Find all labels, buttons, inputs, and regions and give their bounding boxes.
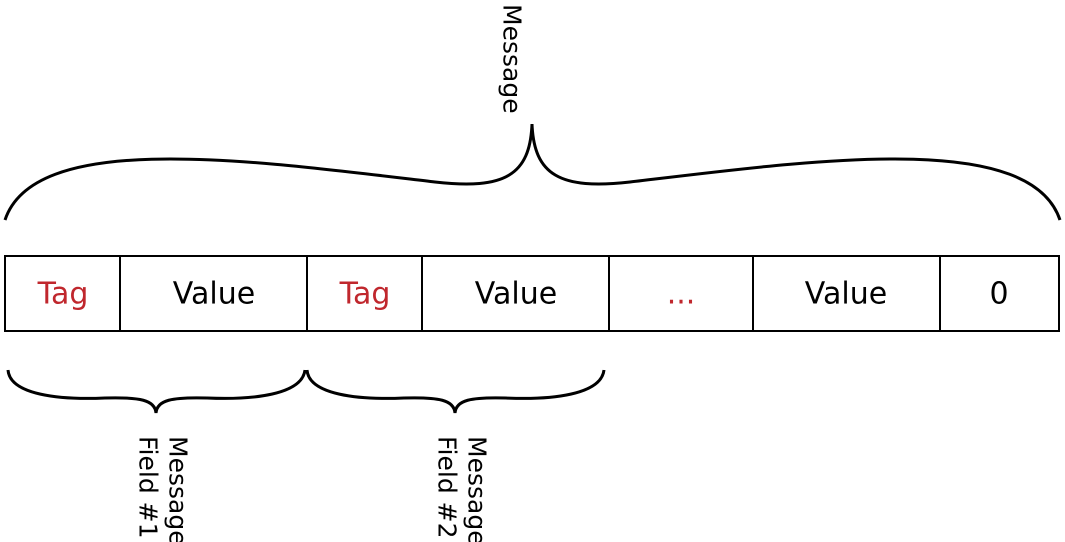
- message-row-outline: [4, 255, 1060, 332]
- cell-tag-2: Tag: [339, 277, 391, 312]
- cell-tag-1: Tag: [37, 277, 89, 312]
- field-1-label-line1: Message: [164, 436, 193, 542]
- cell-value-1: Value: [173, 277, 255, 312]
- cell-value-2: Value: [475, 277, 557, 312]
- message-label: Message: [498, 4, 527, 114]
- cell-value-3: Value: [805, 277, 887, 312]
- cell-ellipsis: ...: [667, 277, 696, 312]
- field-2-label: Message Field #2: [433, 436, 492, 542]
- field-2-brace: [305, 369, 606, 414]
- field-2-label-line1: Message: [463, 436, 492, 542]
- cell-terminator: 0: [989, 277, 1008, 312]
- message-row: Tag Value Tag Value ... Value 0: [4, 255, 1060, 332]
- field-1-label-line2: Field #1: [134, 436, 163, 539]
- message-brace: [3, 123, 1062, 221]
- field-1-label: Message Field #1: [134, 436, 193, 542]
- field-2-label-line2: Field #2: [433, 436, 462, 539]
- field-1-brace: [6, 369, 307, 414]
